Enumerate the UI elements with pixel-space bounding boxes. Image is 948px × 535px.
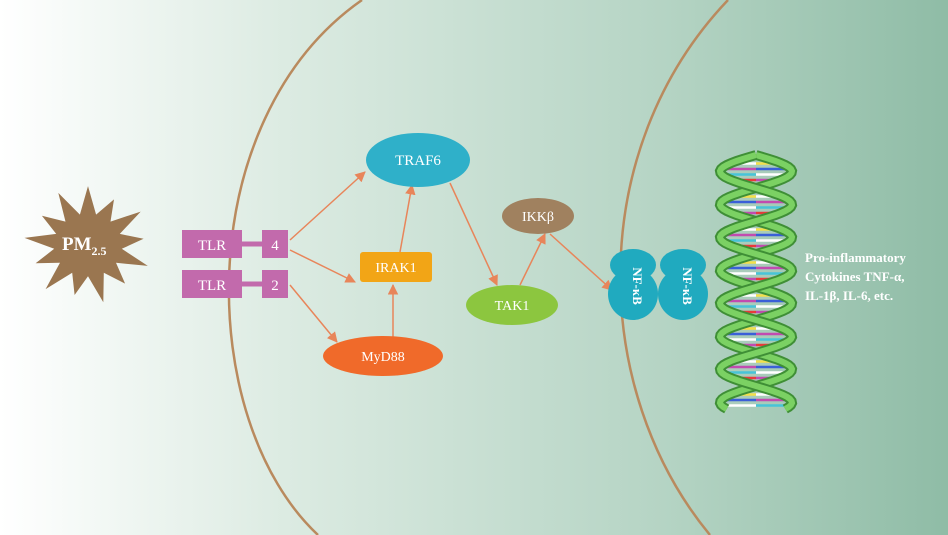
myd88-node: MyD88	[323, 336, 443, 376]
pathway-arrows	[289, 171, 613, 343]
tlr4-body	[182, 230, 242, 258]
cytokine-output-text: Pro-inflammatory Cytokines TNF-α, IL-1β,…	[805, 250, 906, 303]
arrow-tlr4-myd88	[289, 249, 356, 283]
output-line-3: IL-1β, IL-6, etc.	[805, 288, 893, 303]
arrow-ikkb-nfkb	[549, 233, 613, 291]
cell-membrane	[227, 0, 363, 535]
nfkb-subunit-2: NF-κB	[658, 249, 708, 320]
tlr4-partner-box	[262, 230, 288, 258]
ikkb-label: IKKβ	[522, 210, 554, 225]
dna-helix	[714, 150, 798, 414]
traf6-node: TRAF6	[366, 133, 470, 187]
tak1-node: TAK1	[466, 285, 558, 325]
dna-strand-1	[716, 152, 796, 412]
tlr4-partner-label: 4	[271, 238, 279, 254]
tlr2-partner-label: 2	[271, 278, 279, 294]
arrow-irak1-traf6	[399, 183, 416, 253]
traf6-label: TRAF6	[395, 153, 441, 169]
tlr4-label: TLR	[198, 238, 226, 254]
arrow-traf6-tak1	[449, 182, 498, 286]
ikkb-node: IKKβ	[502, 198, 574, 234]
tlr2-label: TLR	[198, 278, 226, 294]
irak1-node: IRAK1	[360, 252, 432, 282]
nfkb-label-1: NF-κB	[630, 267, 645, 305]
irak1-label: IRAK1	[375, 261, 416, 276]
tlr2-receptor: TLR 2	[182, 270, 288, 298]
tak1-label: TAK1	[495, 299, 530, 314]
pm25-label: PM2.5	[62, 234, 107, 258]
pm25-particle: PM2.5	[24, 186, 148, 303]
tlr4-receptor: TLR 4	[182, 230, 288, 258]
nfkb-dimer: NF-κB NF-κB	[608, 249, 708, 320]
output-line-1: Pro-inflammatory	[805, 250, 906, 265]
nfkb-subunit-1: NF-κB	[608, 249, 658, 320]
arrow-tlr2-myd88	[289, 284, 338, 343]
arrow-tlr-traf6	[289, 171, 366, 241]
dna-strand-2	[716, 152, 796, 412]
arrow-tak1-ikkb	[519, 233, 546, 286]
myd88-label: MyD88	[361, 350, 405, 365]
output-line-2: Cytokines TNF-α,	[805, 269, 904, 284]
nfkb-label-2: NF-κB	[680, 267, 695, 305]
tlr2-body	[182, 270, 242, 298]
tlr2-partner-box	[262, 270, 288, 298]
